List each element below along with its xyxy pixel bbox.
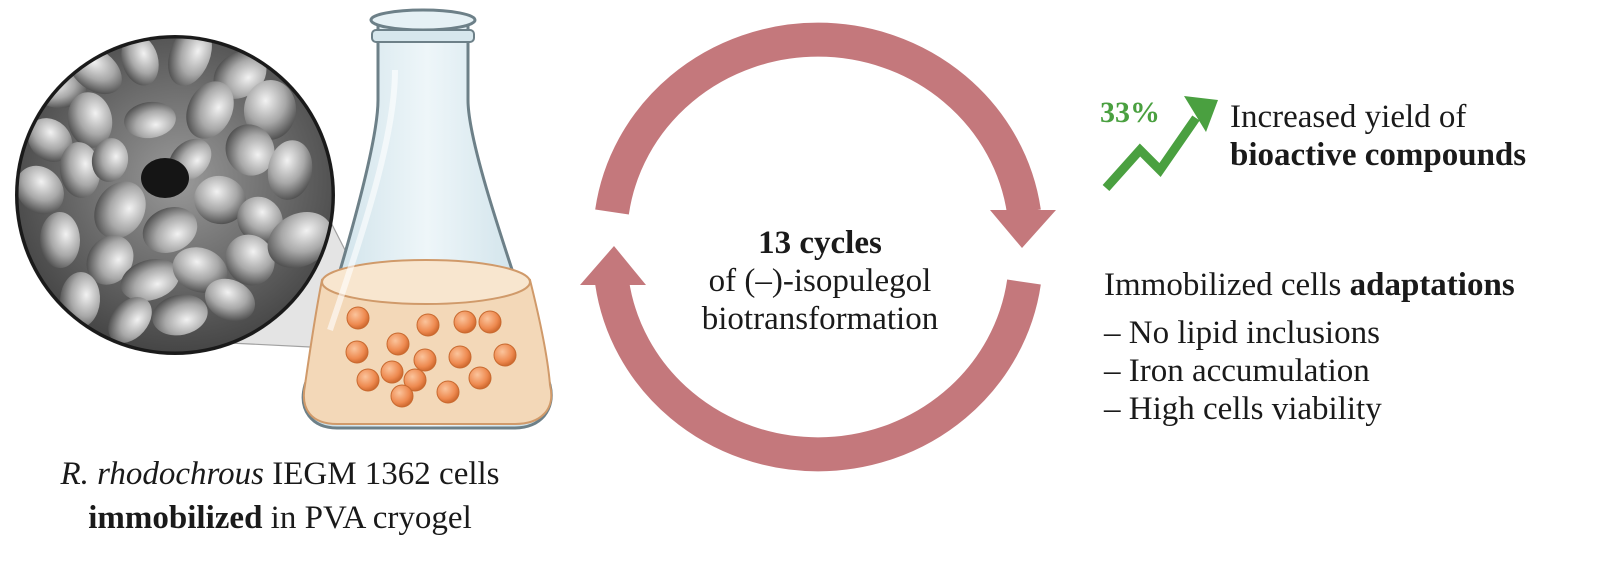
bacterial-cell — [225, 124, 275, 176]
gel-bead — [403, 368, 427, 392]
cycle-label: 13 cycles of (–)-isopulegol biotransform… — [620, 224, 1020, 338]
bacterial-cell — [194, 175, 246, 225]
adaptations-title-plain: Immobilized cells — [1104, 267, 1350, 303]
gel-bead — [468, 366, 492, 390]
bacterial-cell — [94, 181, 146, 239]
species-name: R. rhodochrous — [60, 456, 264, 492]
bacterial-cell — [59, 142, 101, 198]
cycle-arrowhead-right — [990, 210, 1056, 248]
bacterial-cell — [186, 81, 234, 139]
bacterial-cell — [152, 294, 208, 336]
bacterial-cell — [27, 118, 73, 162]
yield-percent: 33% — [1100, 96, 1160, 129]
immobilized-word: immobilized — [88, 500, 263, 536]
yield-line-1: Increased yield of — [1230, 99, 1467, 135]
gel-bead — [380, 360, 404, 384]
bacterial-cell — [204, 278, 256, 322]
adaptation-item: – No lipid inclusions — [1104, 315, 1380, 351]
gel-bead — [413, 348, 437, 372]
cycle-arrow-bottom — [595, 279, 1041, 472]
cycles-count: 13 cycles — [758, 225, 882, 261]
growth-arrow-icon — [1102, 96, 1218, 192]
cycle-arrow-top — [595, 22, 1041, 215]
gel-bead — [390, 384, 414, 408]
bacterial-cell — [124, 101, 176, 139]
gel-bead — [436, 380, 460, 404]
bacterial-cell — [17, 165, 64, 215]
erlenmeyer-flask — [301, 8, 553, 430]
gel-bead — [478, 310, 502, 334]
bacterial-cell — [39, 212, 81, 268]
yield-line-2: bioactive compounds — [1230, 137, 1527, 173]
bacterial-cell — [142, 207, 198, 253]
bacterial-cell — [86, 235, 134, 285]
bacterial-cell — [120, 258, 180, 302]
flask-caption: R. rhodochrous IEGM 1362 cells immobiliz… — [0, 452, 560, 540]
bacterial-cell — [91, 138, 129, 182]
adaptations-block: Immobilized cells adaptations – No lipid… — [1104, 266, 1515, 428]
bacterial-cell — [225, 234, 275, 286]
cycle-line-2: of (–)-isopulegol — [708, 263, 932, 299]
gel-bead — [386, 332, 410, 356]
adaptations-title-bold: adaptations — [1349, 267, 1515, 303]
cycle-arrows — [580, 22, 1056, 472]
bacterial-cell — [67, 92, 113, 148]
bacterial-cell — [243, 80, 297, 140]
gel-bead — [345, 340, 369, 364]
gel-bead — [346, 306, 370, 330]
cycle-arrowhead-left — [580, 246, 646, 285]
bacterial-cell — [267, 140, 313, 200]
carrier-text: in PVA cryogel — [262, 500, 472, 536]
adaptation-item: – Iron accumulation — [1104, 353, 1370, 389]
gel-bead — [493, 343, 517, 367]
strain-text: IEGM 1362 cells — [263, 456, 500, 492]
bacterial-cell — [267, 212, 333, 268]
bacterial-cell — [121, 37, 159, 86]
bacterial-cell — [172, 247, 228, 293]
adaptation-item: – High cells viability — [1104, 391, 1382, 427]
yield-text: Increased yield of bioactive compounds — [1230, 98, 1526, 174]
bacterial-cell — [237, 196, 283, 244]
gel-bead — [356, 368, 380, 392]
sem-micrograph — [15, 35, 335, 355]
gel-bead — [448, 345, 472, 369]
gel-bead — [416, 313, 440, 337]
cycle-line-3: biotransformation — [701, 301, 939, 337]
gel-bead — [453, 310, 477, 334]
bacterial-cell — [108, 297, 152, 343]
